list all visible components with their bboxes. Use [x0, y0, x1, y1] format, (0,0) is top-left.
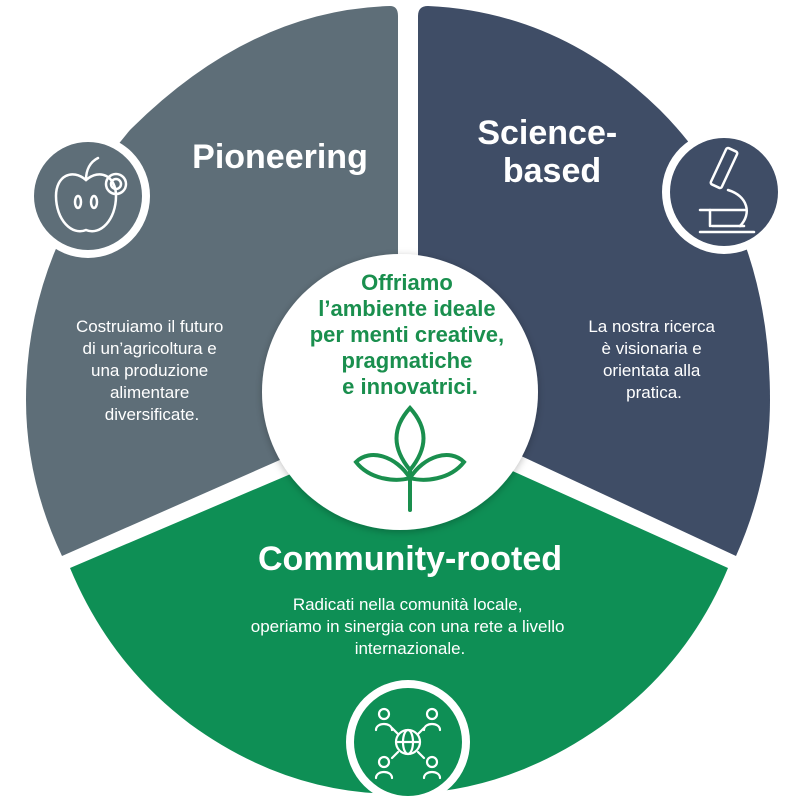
- apple-icon-badge: [26, 134, 150, 258]
- microscope-icon-badge: [662, 130, 786, 254]
- pioneering-body: Costruiamo il futuro di un’agricoltura e…: [76, 317, 228, 424]
- pioneering-title: Pioneering: [192, 138, 368, 176]
- science-body: La nostra ricerca è visionaria e orienta…: [588, 317, 719, 402]
- apple-icon: [54, 156, 128, 233]
- community-body: Radicati nella comunità locale, operiamo…: [251, 595, 569, 658]
- center-circle: [262, 254, 538, 530]
- network-globe-icon-badge: [346, 680, 470, 804]
- community-title: Community-rooted: [258, 540, 562, 578]
- science-title: Science- based: [477, 114, 626, 190]
- sprout-icon: [353, 405, 467, 512]
- microscope-icon: [698, 146, 756, 234]
- center-statement: Offriamo l’ambiente ideale per menti cre…: [310, 270, 511, 399]
- network-globe-icon: [374, 707, 442, 780]
- segment-community-rooted: [70, 424, 728, 794]
